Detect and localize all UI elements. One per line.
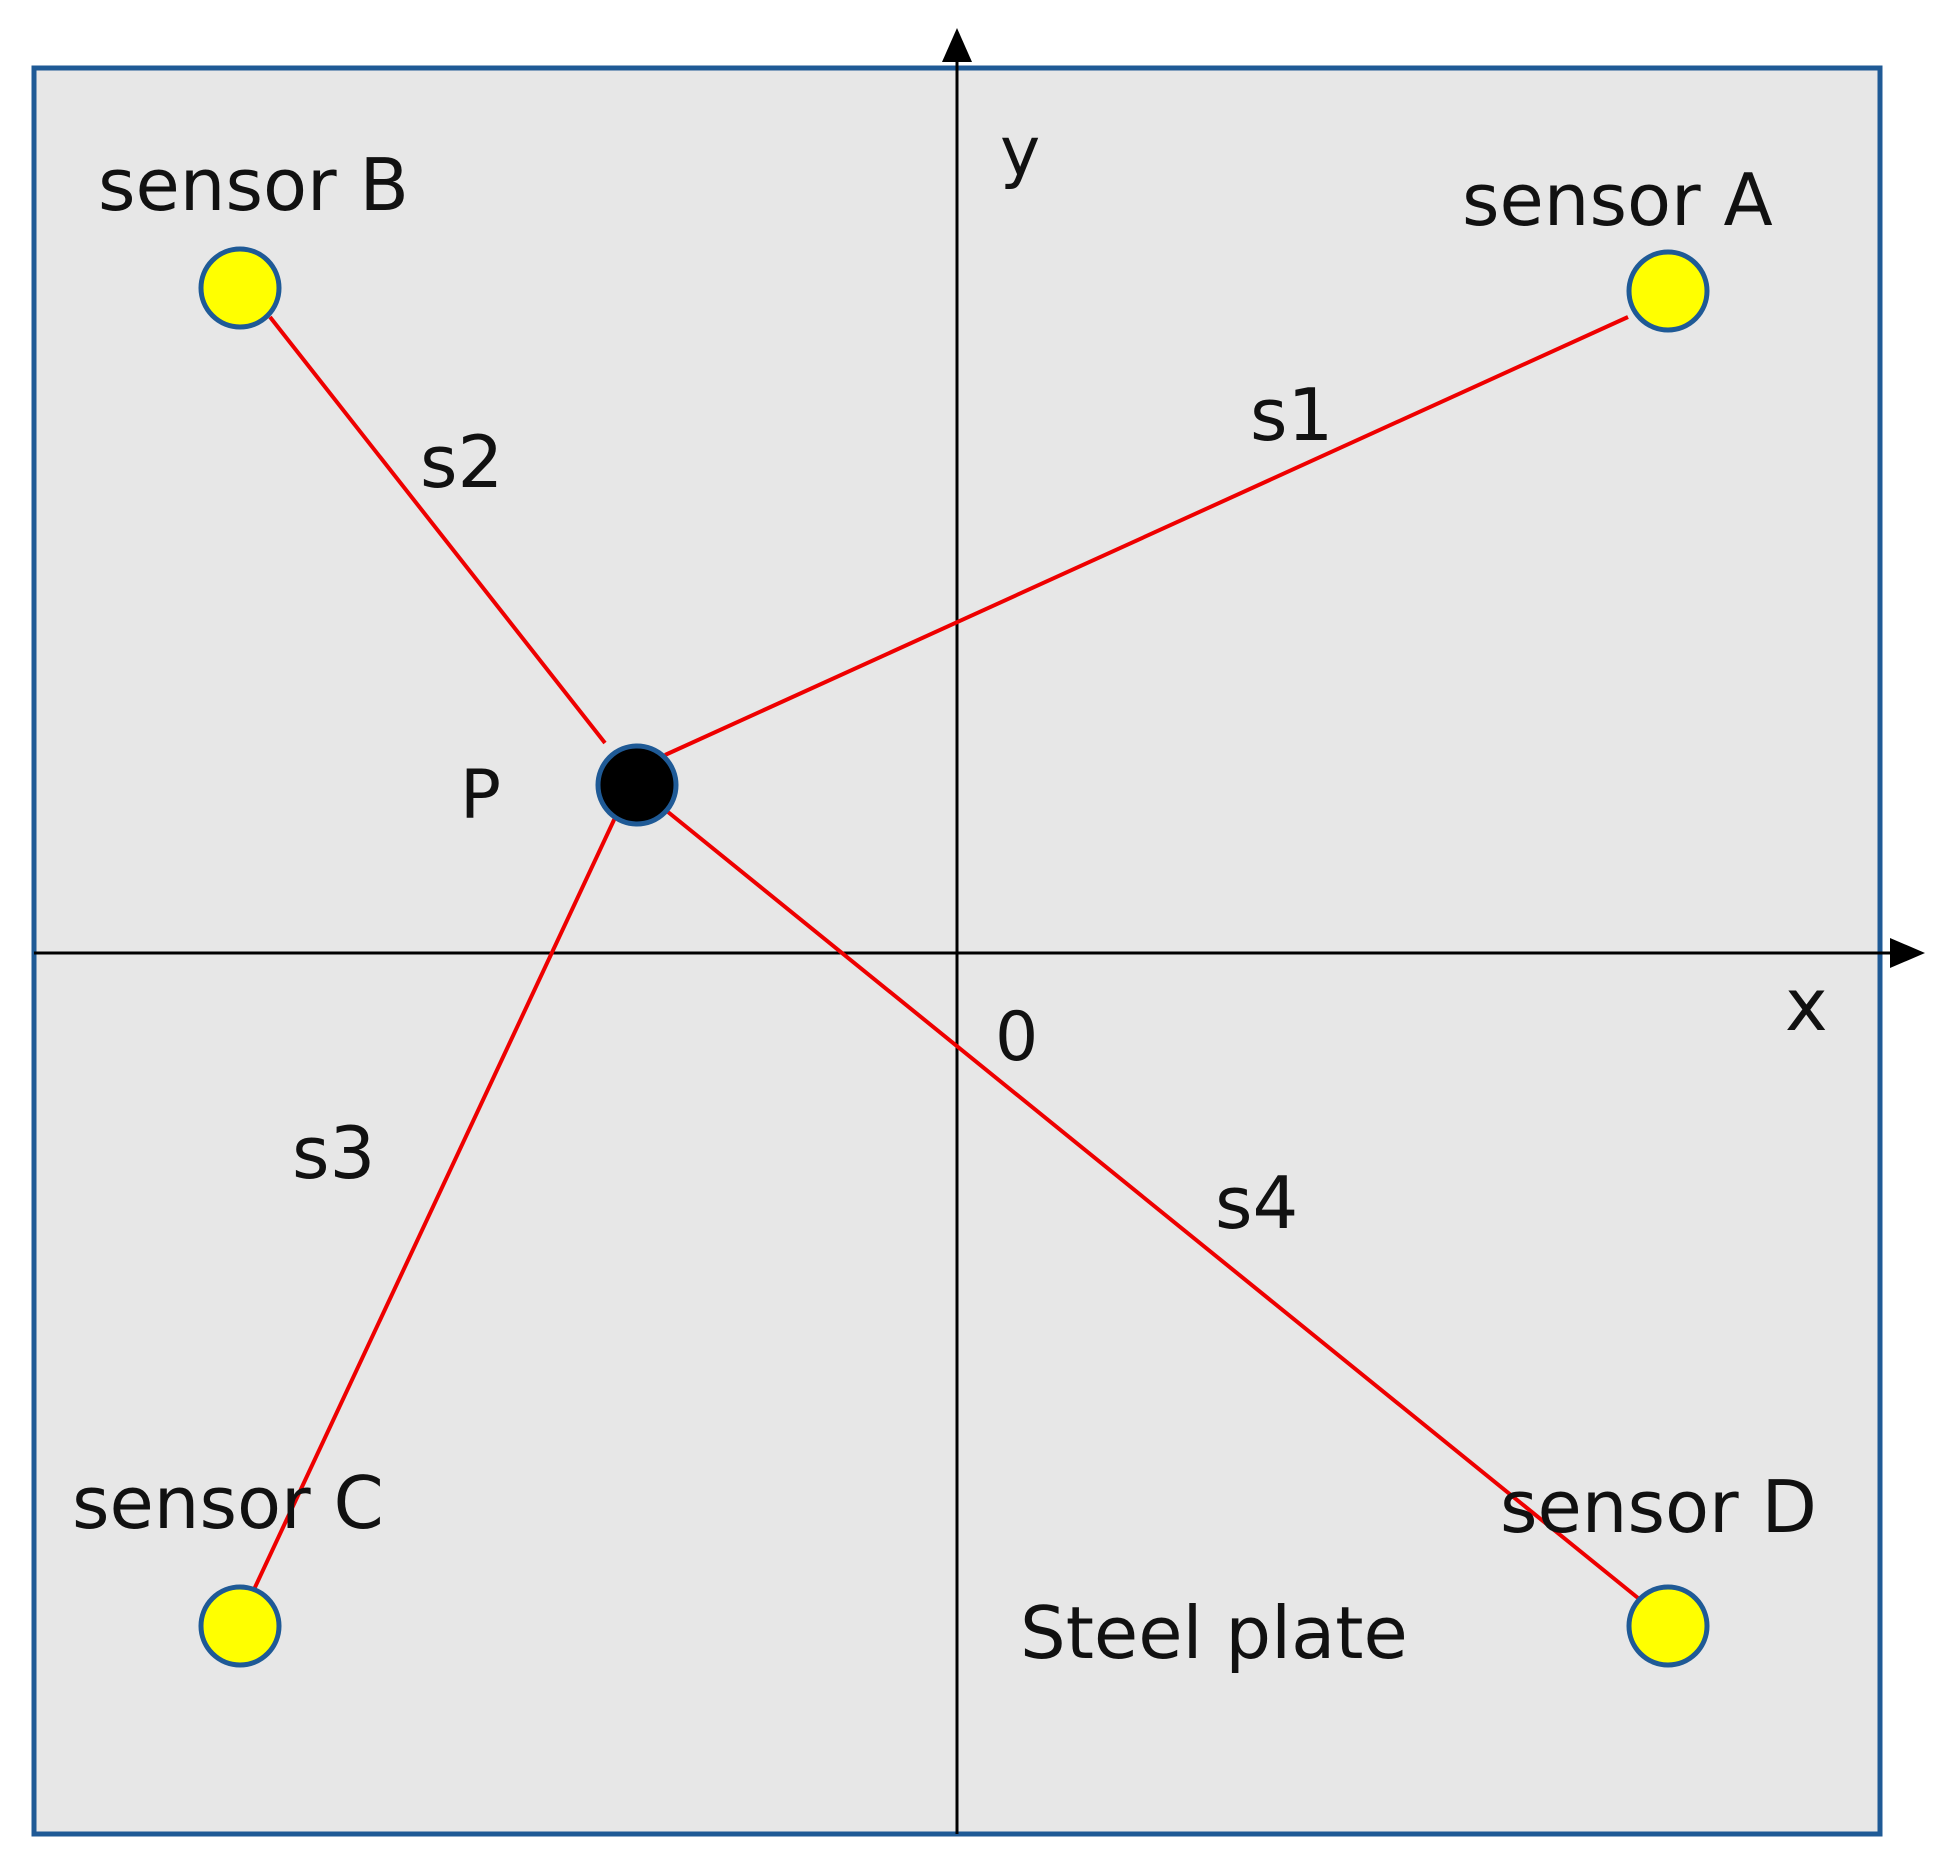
path-label-s3: s3: [292, 1111, 375, 1195]
path-line-s4: [666, 810, 1640, 1600]
point-p-label: P: [460, 756, 501, 835]
x-axis-arrowhead-icon: [1890, 938, 1925, 968]
path-label-s2: s2: [420, 420, 503, 504]
sensor-d-yellow-circle-icon: [1626, 1584, 1710, 1668]
path-label-s1: s1: [1250, 373, 1333, 457]
y-axis-label: y: [1000, 113, 1040, 192]
y-axis-arrowhead-icon: [942, 28, 972, 62]
x-axis-label: x: [1785, 963, 1828, 1047]
sensor-a-yellow-circle-icon: [1626, 249, 1710, 333]
steel-plate-label: Steel plate: [1020, 1591, 1408, 1675]
source-point-black-circle-icon: [595, 743, 679, 827]
sensor-b-label: sensor B: [98, 143, 409, 227]
origin-label: 0: [995, 998, 1038, 1077]
sensor-d-label: sensor D: [1500, 1465, 1817, 1549]
path-line-s2: [268, 315, 607, 745]
propagation-paths: [248, 315, 1640, 1600]
sensor-a-label: sensor A: [1462, 158, 1773, 242]
sensor-c-label: sensor C: [72, 1461, 384, 1545]
path-line-s1: [664, 315, 1629, 757]
path-label-s4: s4: [1215, 1161, 1298, 1245]
path-line-s3: [248, 789, 630, 1599]
sensor-c-yellow-circle-icon: [198, 1584, 282, 1668]
sensor-b-yellow-circle-icon: [198, 246, 282, 330]
